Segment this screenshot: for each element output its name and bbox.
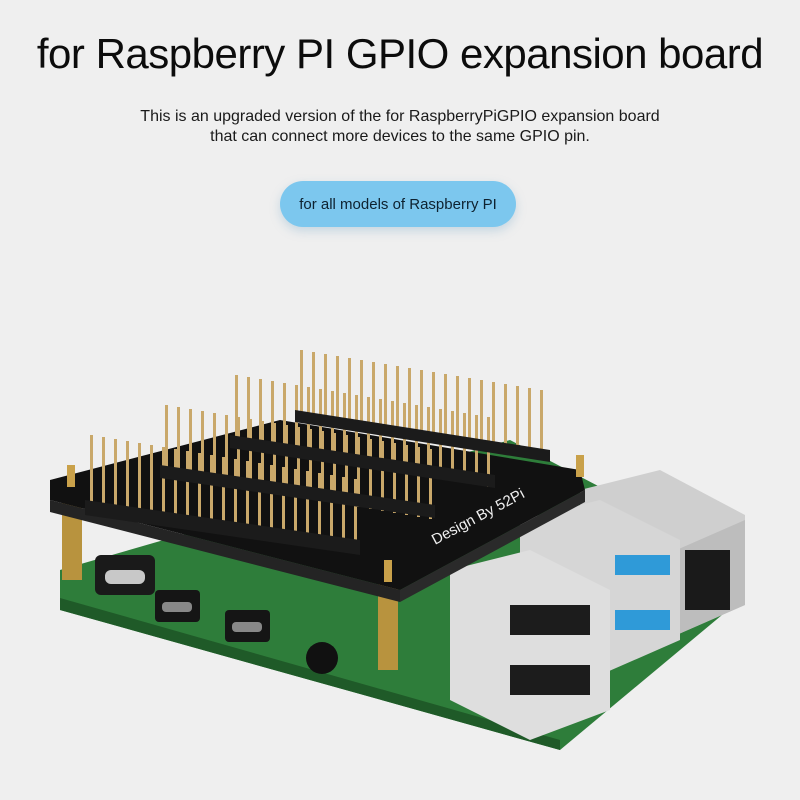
brass-screw-1 — [67, 465, 75, 487]
product-photo: Design By 52Pi — [40, 340, 760, 760]
pin-row-1 — [90, 435, 357, 554]
pin-row-4 — [300, 350, 543, 460]
description-line-1: This is an upgraded version of the for R… — [140, 108, 660, 125]
compatibility-badge-label: for all models of Raspberry PI — [299, 195, 497, 213]
raspberry-pi-with-gpio-hat-illustration: Design By 52Pi — [50, 350, 745, 750]
product-description: This is an upgraded version of the for R… — [0, 107, 800, 147]
compatibility-badge: for all models of Raspberry PI — [280, 181, 516, 227]
usb2-ports — [450, 550, 610, 740]
pin-row-2 — [165, 405, 432, 519]
usb3-blue-tab-2 — [615, 610, 670, 630]
brass-screw-2 — [384, 560, 392, 582]
usb3-blue-tab-1 — [615, 555, 670, 575]
audio-jack — [306, 642, 338, 674]
brass-screw-3 — [576, 455, 584, 477]
page-title: for Raspberry PI GPIO expansion board — [36, 30, 764, 77]
description-line-2: that can connect more devices to the sam… — [210, 128, 590, 145]
